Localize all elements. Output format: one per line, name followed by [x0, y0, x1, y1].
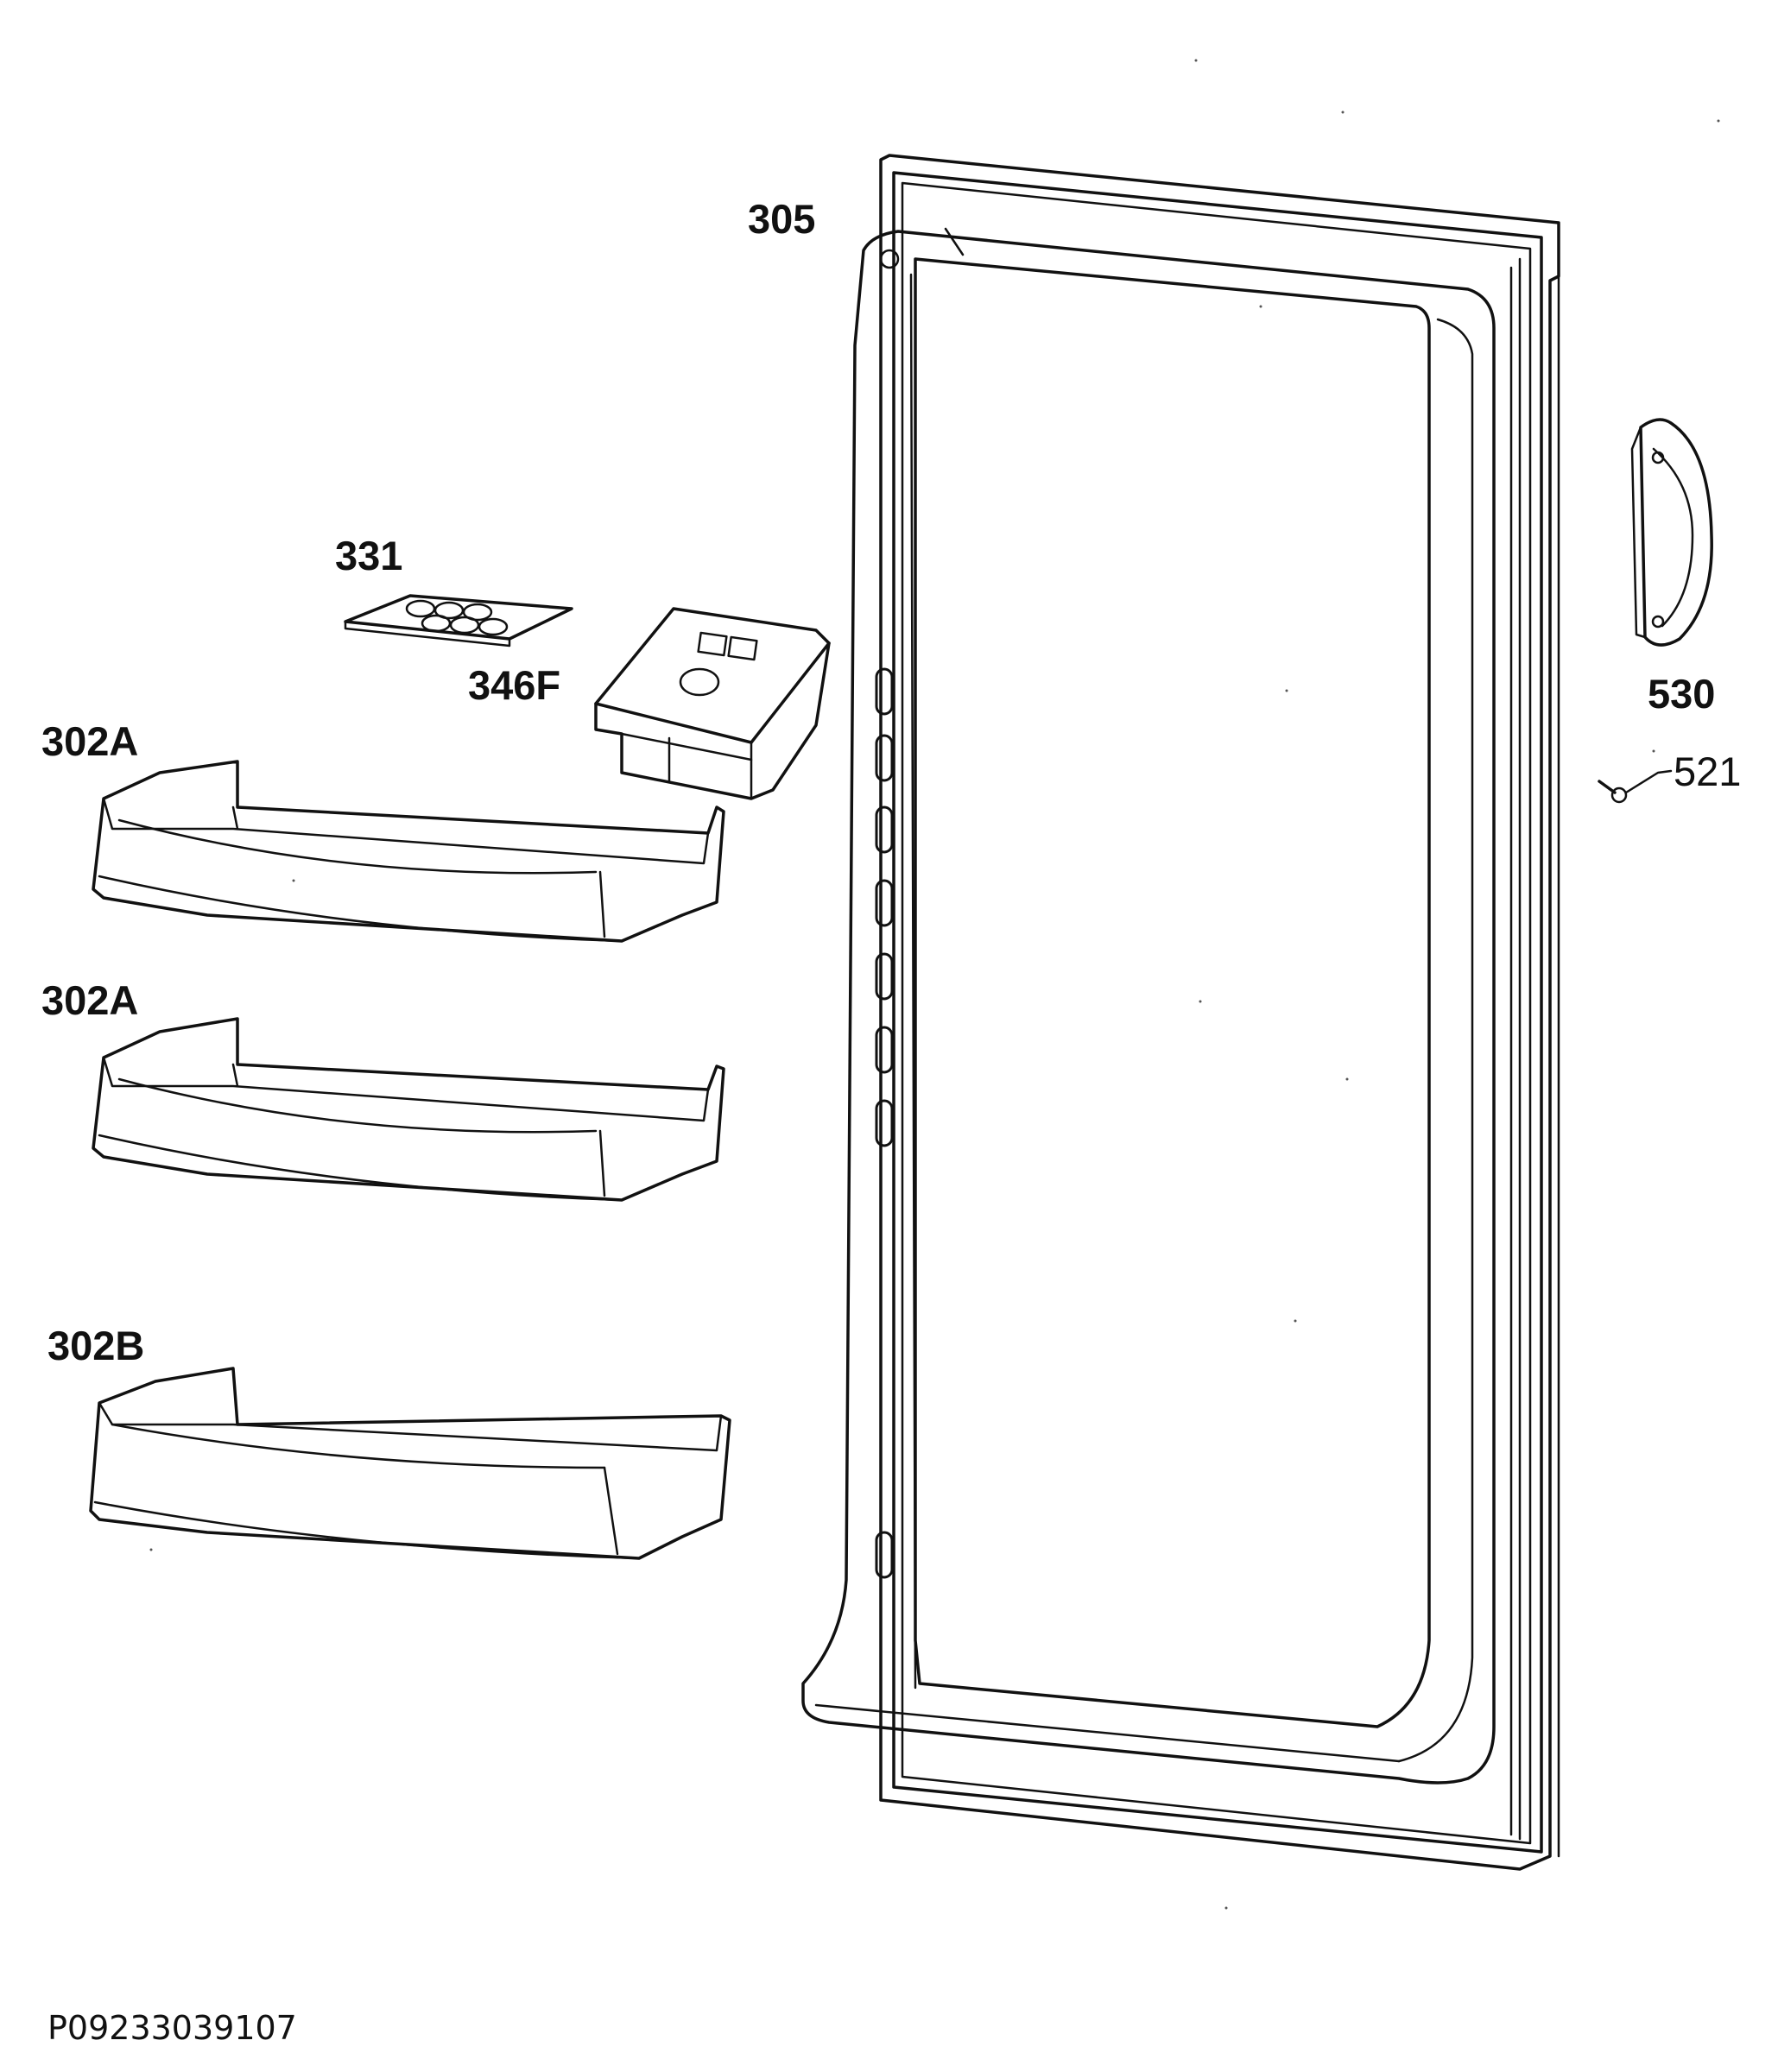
screw-521	[1598, 769, 1673, 804]
label-door-frame: 305	[748, 196, 816, 242]
label-egg-tray: 331	[335, 533, 403, 578]
scan-specks	[149, 59, 1720, 1910]
label-shelf-bottom: 302B	[47, 1323, 145, 1368]
door-shelf-302a-middle	[92, 1017, 725, 1202]
door-shelf-302a-top	[92, 760, 725, 943]
handle-530	[1630, 418, 1713, 647]
door-frame-305	[801, 154, 1560, 1871]
label-cover-box: 346F	[468, 662, 561, 708]
document-id: P09233039107	[47, 2009, 297, 2047]
label-shelf-middle: 302A	[41, 977, 139, 1023]
label-handle: 530	[1648, 671, 1716, 717]
label-shelf-top: 302A	[41, 718, 139, 764]
cover-box-346f	[594, 607, 831, 800]
label-screw: 521	[1674, 749, 1742, 794]
egg-tray-331	[344, 594, 573, 648]
door-shelf-302b-bottom	[89, 1367, 731, 1560]
